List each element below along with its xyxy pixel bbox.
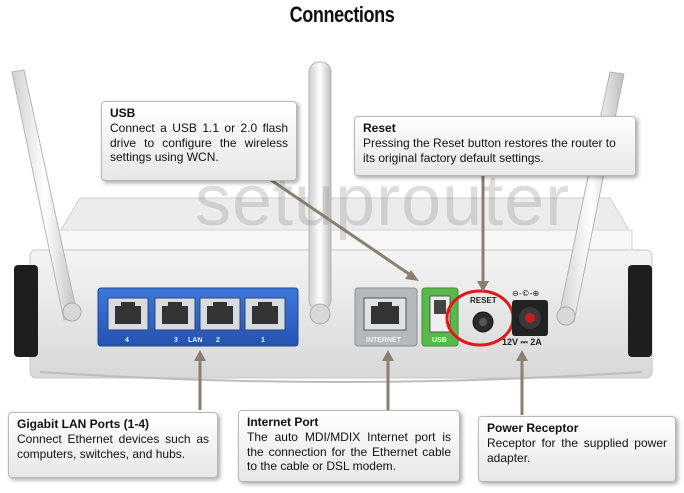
power-receptor[interactable]: ⊖-©-⊕ — [512, 289, 548, 336]
power-callout: Power Receptor Receptor for the supplied… — [478, 416, 676, 482]
lan-port-1[interactable] — [244, 297, 286, 331]
usb-callout-text: Connect a USB 1.1 or 2.0 flash drive to … — [110, 121, 288, 164]
reset-callout: Reset Pressing the Reset button restores… — [354, 116, 636, 176]
svg-text:⊖-©-⊕: ⊖-©-⊕ — [512, 289, 539, 298]
lan-port-4[interactable] — [107, 297, 149, 331]
reset-callout-text: Pressing the Reset button restores the r… — [363, 136, 616, 165]
internet-port[interactable] — [354, 287, 418, 347]
usb-port[interactable] — [421, 287, 459, 347]
lan-callout-heading: Gigabit LAN Ports (1-4) — [17, 417, 150, 431]
power-callout-text: Receptor for the supplied power adapter. — [487, 436, 667, 465]
reset-callout-heading: Reset — [363, 121, 396, 135]
lan-port-3[interactable] — [154, 297, 196, 331]
lan-port-4-label: 4 — [125, 337, 129, 344]
usb-pointer — [264, 174, 413, 278]
pointer-lines — [198, 174, 524, 415]
lan-port-3-label: 3 — [174, 337, 178, 344]
lan-port-2-label: 2 — [216, 337, 220, 344]
internet-port-label: INTERNET — [366, 337, 401, 344]
usb-port-label: USB — [432, 337, 447, 344]
page-title: Connections — [289, 2, 395, 27]
lan-port-1-label: 1 — [261, 337, 265, 344]
antenna-left — [11, 69, 82, 322]
lan-port-2[interactable] — [199, 297, 241, 331]
internet-callout-text: The auto MDI/MDIX Internet port is the c… — [247, 430, 451, 473]
internet-callout-heading: Internet Port — [247, 415, 319, 429]
pointer-arrowheads — [194, 270, 528, 361]
lan-callout: Gigabit LAN Ports (1-4) Connect Ethernet… — [8, 412, 218, 478]
reset-label: RESET — [470, 296, 497, 305]
reset-button[interactable] — [472, 311, 494, 333]
antenna-center — [308, 61, 332, 325]
power-callout-heading: Power Receptor — [487, 421, 579, 435]
usb-callout-heading: USB — [110, 106, 136, 120]
power-rating-label: 12V ⎓ 2A — [502, 337, 542, 347]
lan-label: LAN — [188, 337, 203, 344]
lan-callout-text: Connect Ethernet devices such as compute… — [17, 432, 209, 461]
usb-callout: USB Connect a USB 1.1 or 2.0 flash drive… — [101, 101, 297, 181]
internet-callout: Internet Port The auto MDI/MDIX Internet… — [238, 410, 460, 482]
